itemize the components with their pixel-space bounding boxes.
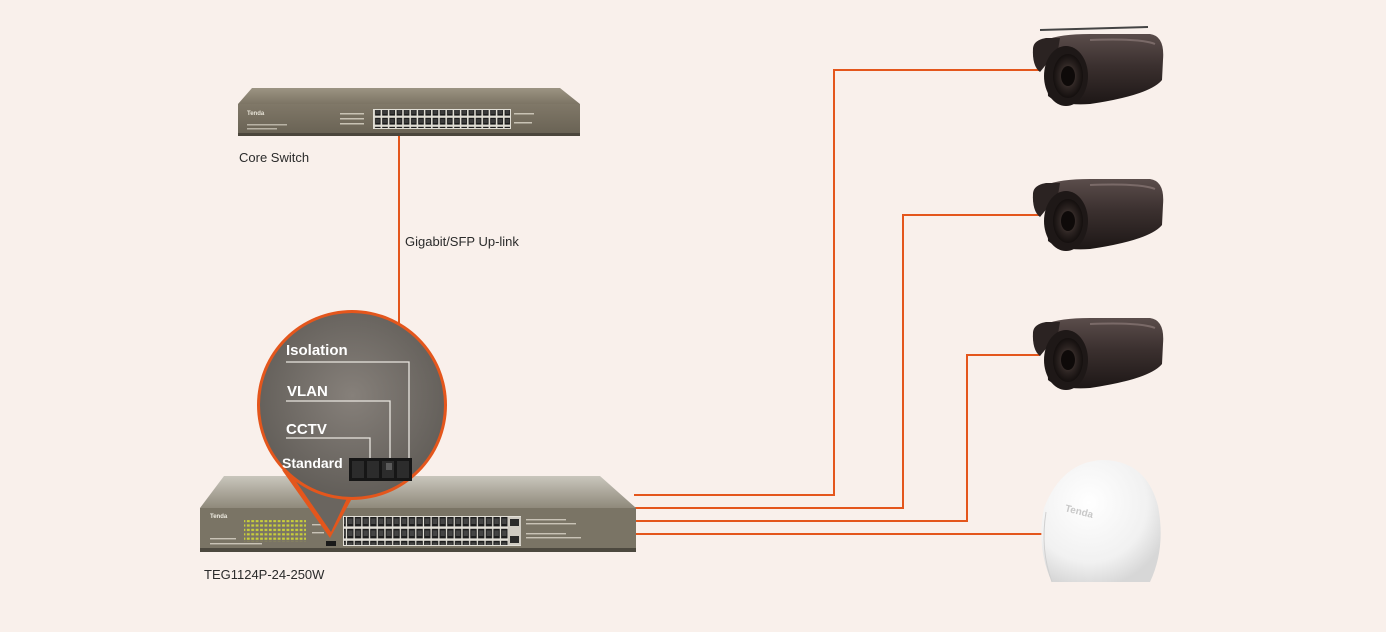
cctv-camera-icon — [1032, 26, 1164, 106]
cctv-camera-icon — [1032, 179, 1164, 251]
cctv-camera-icon — [1032, 318, 1164, 390]
link-camera-3 — [634, 354, 1040, 522]
mode-standard-label: Standard — [282, 455, 343, 471]
dip-switch-block — [349, 458, 412, 481]
ceiling-access-point-icon: Tenda — [1041, 460, 1161, 583]
mode-isolation-label: Isolation — [286, 342, 348, 359]
camera-3 — [1032, 318, 1164, 390]
uplink-label: Gigabit/SFP Up-link — [405, 234, 519, 249]
link-camera-1 — [634, 69, 1040, 496]
mode-vlan-label: VLAN — [287, 383, 328, 400]
links — [398, 69, 1042, 535]
mode-cctv-label: CCTV — [286, 421, 327, 438]
rack-switch-icon: Tenda — [238, 88, 580, 136]
camera-2 — [1032, 179, 1164, 251]
link-camera-2 — [634, 214, 1040, 509]
poe-switch-brand: Tenda — [210, 514, 228, 520]
core-switch-label: Core Switch — [239, 150, 309, 165]
core-switch-brand: Tenda — [247, 111, 265, 117]
camera-1 — [1032, 26, 1164, 106]
rack-poe-switch-icon: Tenda — [200, 476, 636, 552]
dip-switch-callout: Isolation VLAN CCTV Standard — [257, 310, 447, 538]
poe-switch-label: TEG1124P-24-250W — [204, 567, 325, 582]
